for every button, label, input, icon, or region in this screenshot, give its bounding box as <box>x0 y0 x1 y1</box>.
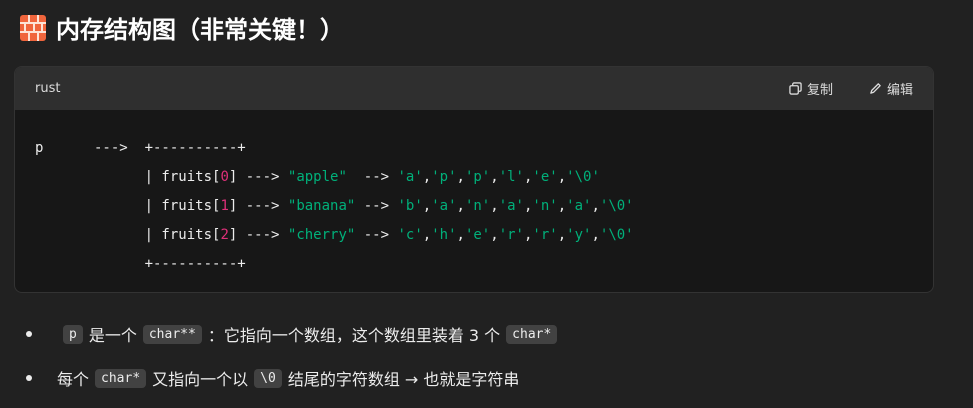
code-token: +----------+ <box>35 256 246 272</box>
code-token: , <box>523 169 533 185</box>
list-text: ：它指向一个数组，这个数组里装着 3 个 <box>207 326 501 345</box>
code-token: , <box>557 227 567 243</box>
code-token: , <box>591 227 600 243</box>
code-token: --> <box>355 198 398 214</box>
code-token: , <box>456 227 465 243</box>
list-text: 是一个 <box>88 326 137 345</box>
string-token: '\0' <box>599 227 634 243</box>
code-block: rust 复制 编辑 p ---> +----------+ | fruits[… <box>14 66 934 293</box>
code-token: , <box>456 198 465 214</box>
copy-button[interactable]: 复制 <box>789 79 833 98</box>
list-text: 每个 <box>57 370 90 389</box>
code-line: p ---> +----------+ <box>35 140 246 156</box>
code-line: | fruits[0] ---> "apple" --> 'a','p','p'… <box>35 169 600 185</box>
code-token: , <box>490 227 499 243</box>
code-token: , <box>591 198 600 214</box>
string-token: 'h' <box>431 227 457 243</box>
edit-label: 编辑 <box>886 83 913 98</box>
string-token: 'y' <box>566 227 592 243</box>
code-token: , <box>557 198 567 214</box>
page-title: 内存结构图（非常关键！） <box>56 16 344 44</box>
code-token: , <box>422 227 432 243</box>
inline-code: char** <box>142 324 202 344</box>
code-token: , <box>422 169 432 185</box>
bullet-list: p 是一个 char** ：它指向一个数组，这个数组里装着 3 个 char* 每个 cha… <box>20 320 563 408</box>
number-token: 1 <box>220 198 229 214</box>
list-item: 每个 char* 又指向一个以 \0 结尾的字符数组 → 也就是字符串 <box>20 364 563 392</box>
code-token: | fruits[ <box>35 169 221 185</box>
code-token: , <box>422 198 432 214</box>
code-line: +----------+ <box>35 256 246 272</box>
code-token: p ---> +----------+ <box>35 140 246 156</box>
code-token: , <box>557 169 567 185</box>
code-token: ] ---> <box>228 169 288 185</box>
bullet-dot <box>26 331 32 337</box>
code-token: | fruits[ <box>35 198 221 214</box>
string-token: 'n' <box>464 198 491 214</box>
number-token: 0 <box>220 169 229 185</box>
bullet-dot <box>26 375 32 381</box>
edit-button[interactable]: 编辑 <box>869 79 913 98</box>
pencil-icon <box>870 83 881 94</box>
string-token: 'a' <box>397 169 423 185</box>
string-token: 'c' <box>397 227 423 243</box>
copy-icon <box>789 82 802 95</box>
string-token: 'p' <box>431 169 457 185</box>
inline-code: p <box>63 324 83 344</box>
list-text: 又指向一个以 <box>152 370 249 389</box>
code-token: , <box>523 227 533 243</box>
string-token: 'b' <box>397 198 423 214</box>
code-token: ] ---> <box>228 227 288 243</box>
brick-icon <box>20 14 46 41</box>
code-token: , <box>490 198 499 214</box>
number-token: 2 <box>220 227 229 243</box>
string-token: 'l' <box>498 169 524 185</box>
code-token: --> <box>346 169 398 185</box>
string-token: 'r' <box>532 227 558 243</box>
string-token: 'p' <box>464 169 491 185</box>
section-heading: 内存结构图（非常关键！） <box>20 10 344 45</box>
string-token: 'e' <box>464 227 491 243</box>
code-token: , <box>523 198 533 214</box>
string-token: 'n' <box>532 198 558 214</box>
string-token: '\0' <box>599 198 634 214</box>
string-token: "cherry" <box>287 227 356 243</box>
list-text: 结尾的字符数组 → 也就是字符串 <box>287 370 520 389</box>
string-token: 'a' <box>498 198 524 214</box>
code-token: , <box>490 169 499 185</box>
code-token: , <box>456 169 465 185</box>
code-block-header: rust 复制 编辑 <box>15 67 933 110</box>
string-token: '\0' <box>566 169 600 185</box>
string-token: 'r' <box>498 227 524 243</box>
copy-label: 复制 <box>806 83 833 98</box>
code-line: | fruits[1] ---> "banana" --> 'b','a','n… <box>35 198 634 214</box>
string-token: 'a' <box>566 198 592 214</box>
inline-code: char* <box>95 368 147 388</box>
code-token: ] ---> <box>228 198 288 214</box>
code-content: p ---> +----------+ | fruits[0] ---> "ap… <box>15 110 933 279</box>
inline-code: \0 <box>254 368 282 388</box>
string-token: 'a' <box>431 198 457 214</box>
string-token: "apple" <box>287 169 347 185</box>
code-token: | fruits[ <box>35 227 221 243</box>
inline-code: char* <box>506 324 558 344</box>
code-language-label: rust <box>35 81 61 96</box>
string-token: 'e' <box>532 169 558 185</box>
code-token: --> <box>355 227 398 243</box>
list-item: p 是一个 char** ：它指向一个数组，这个数组里装着 3 个 char* <box>20 320 563 348</box>
string-token: "banana" <box>287 198 356 214</box>
code-line: | fruits[2] ---> "cherry" --> 'c','h','e… <box>35 227 634 243</box>
